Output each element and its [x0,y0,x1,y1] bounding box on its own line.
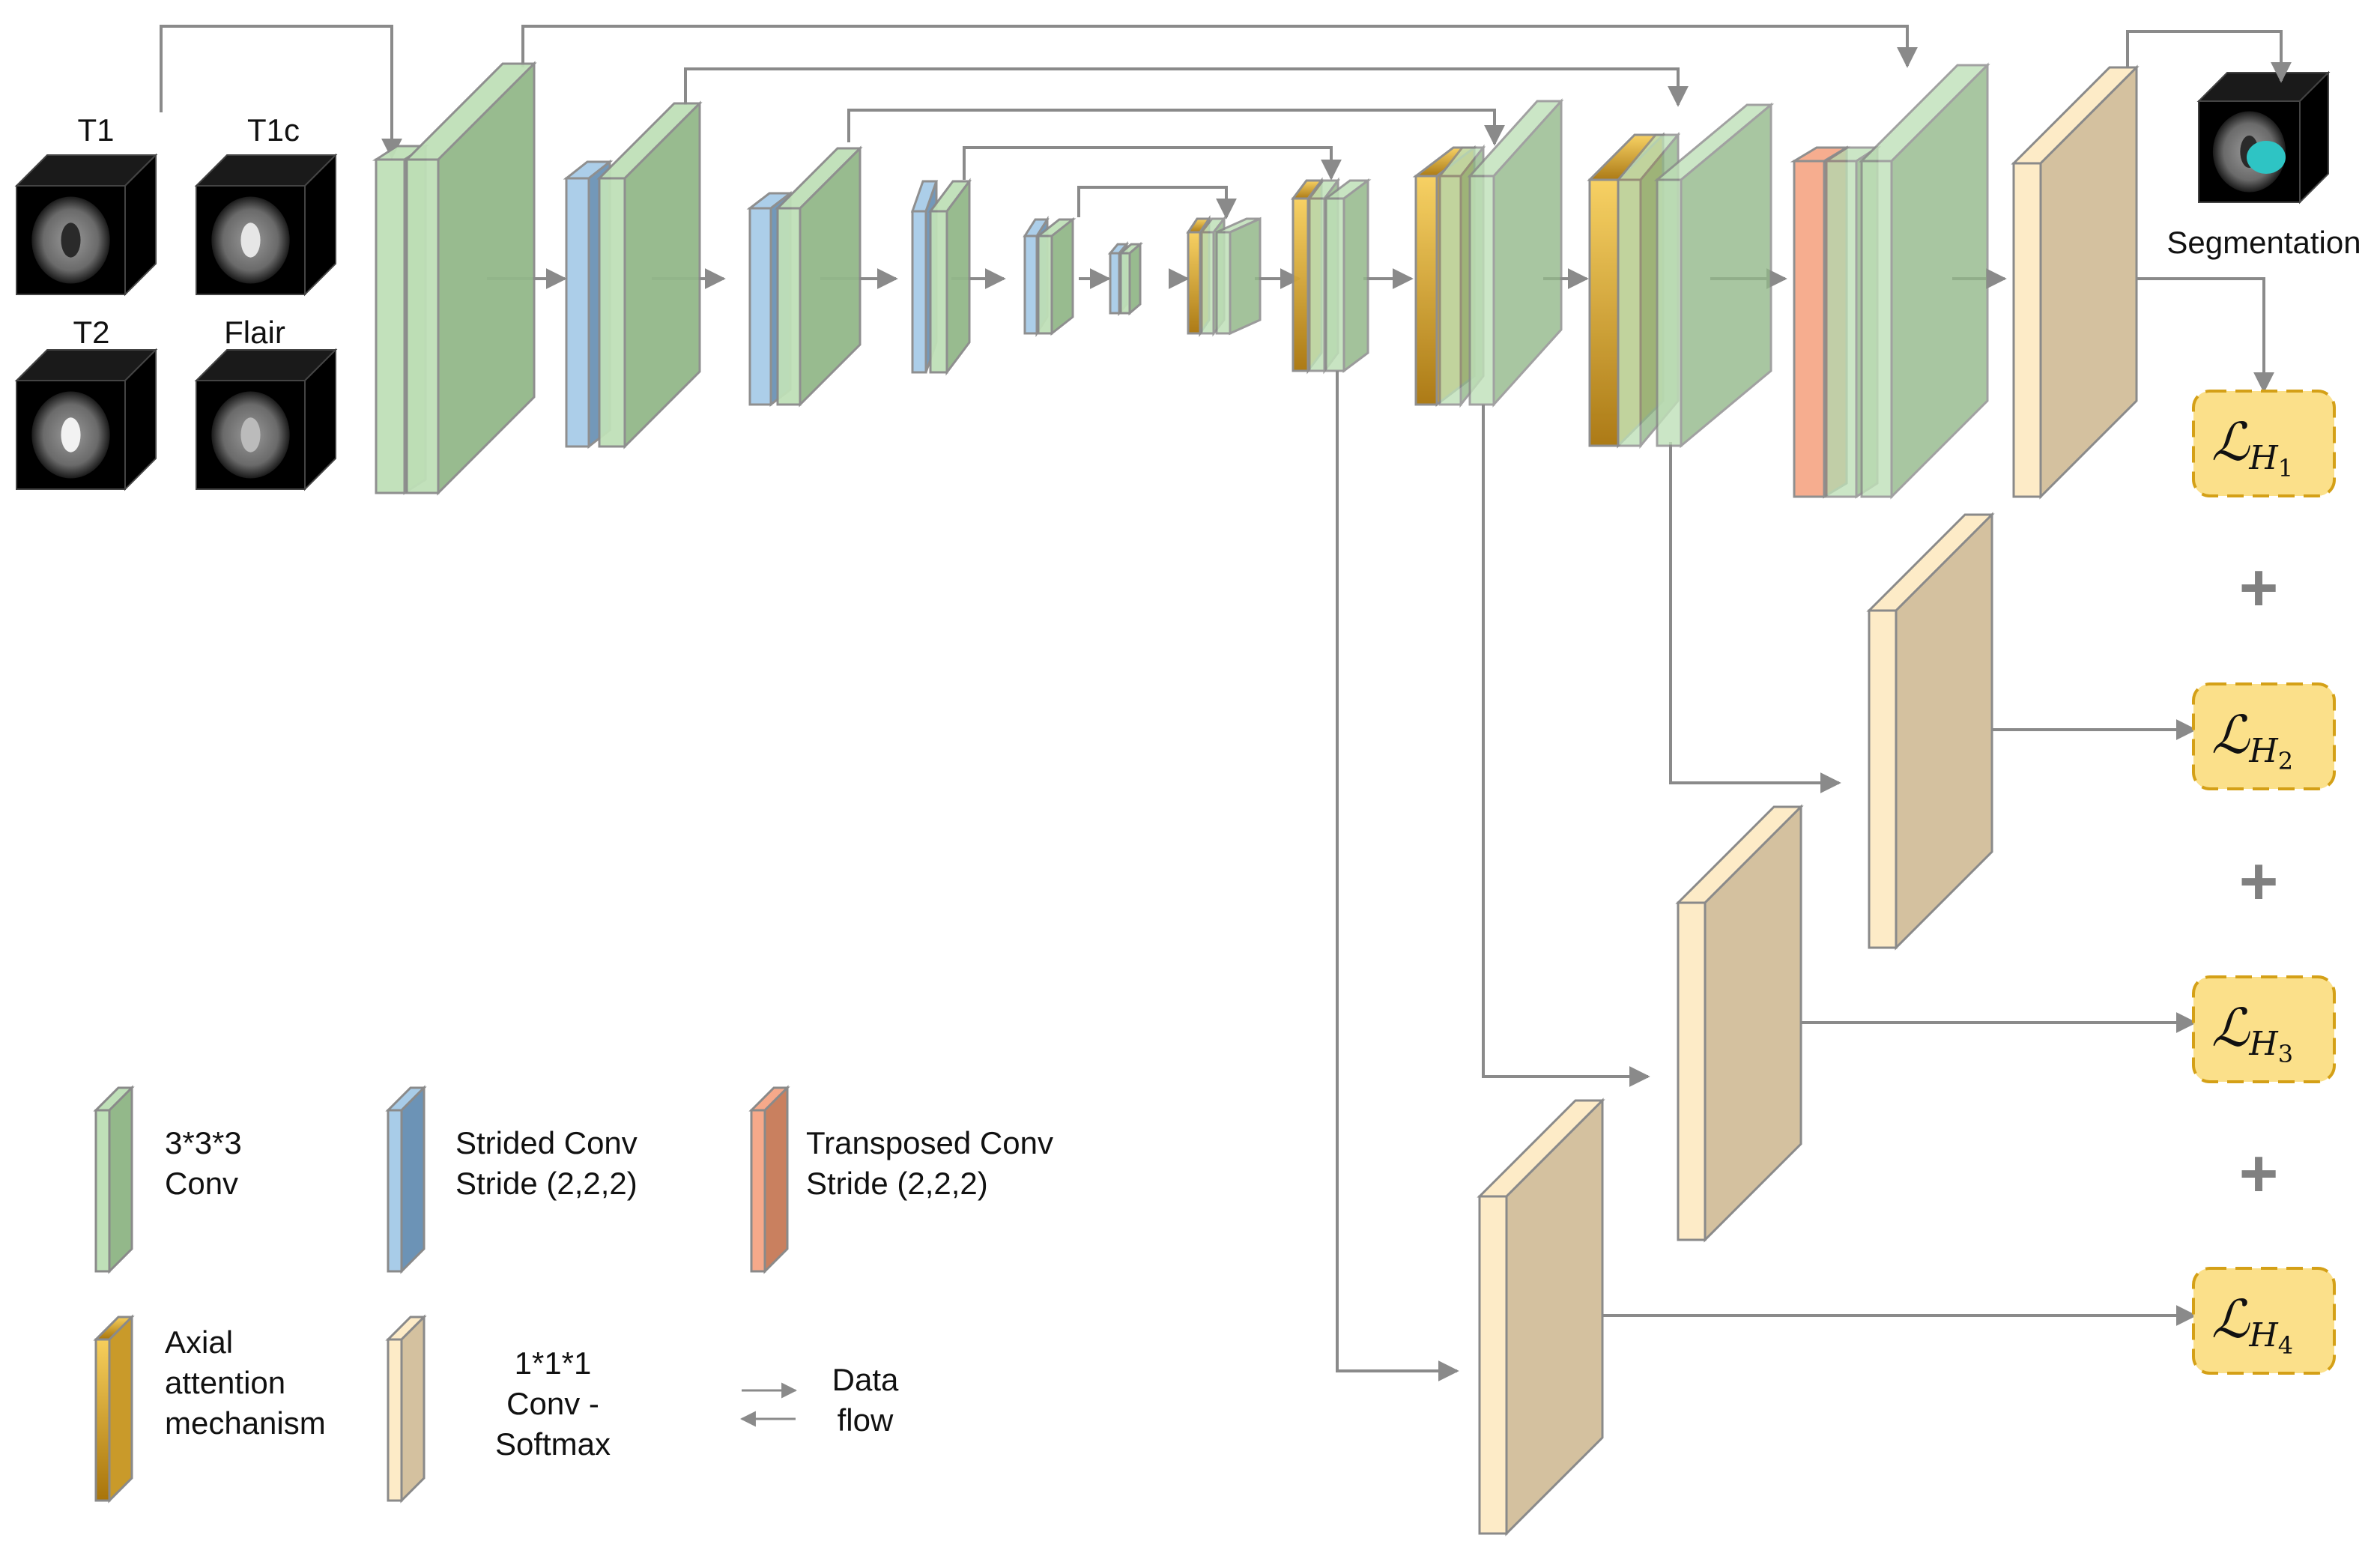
legend-conv-line1: 3*3*3 [165,1125,242,1160]
legend-softmax-line2: Conv - [506,1386,599,1421]
cube-t1 [14,153,158,297]
dec1-conv-b [1215,217,1262,336]
loss-box-frame-4 [2192,1267,2336,1375]
loss-subscript-1: H [2248,439,2279,477]
plus-2: + [2239,844,2279,919]
dec3-conv-b [1467,98,1564,408]
loss-box-3: ℒH3 [2192,975,2336,1083]
legend-axial-line1: Axial [165,1325,233,1360]
enc1-conv-b [404,61,537,496]
loss-index-2: 2 [2278,747,2293,775]
loss-subscript-2: H [2248,732,2279,770]
output-to-loss-1 [2094,277,2274,393]
label-t1c: T1c [247,112,300,148]
skip-connection-2 [684,67,1689,107]
loss-box-frame-3 [2192,975,2336,1083]
skip-connection-5 [1077,186,1237,220]
loss-label-4: ℒH4 [2211,1289,2293,1360]
loss-box-frame-2 [2192,682,2336,790]
loss-index-4: 4 [2278,1331,2293,1360]
cube-flair [194,348,338,491]
deep-supervision-4 [1336,371,1459,1381]
plus-1: + [2239,551,2279,626]
loss-symbol-4: ℒ [2211,1289,2250,1350]
segmentation-output [2196,70,2331,205]
legend-dataflow-line1: Data [832,1362,899,1397]
loss-box-4: ℒH4 [2192,1267,2336,1375]
cube-t1c [194,153,338,297]
loss-symbol-2: ℒ [2211,704,2250,766]
legend-softmax-line1: 1*1*1 [515,1345,592,1381]
enc2-conv [596,100,703,449]
plus-3: + [2239,1136,2279,1211]
label-segmentation: Segmentation [2166,225,2361,260]
dec4-conv-b [1653,102,1775,449]
legend-axial-line2: attention [165,1365,285,1400]
legend-softmax-line3: Softmax [495,1426,611,1462]
loss-index-3: 3 [2278,1040,2293,1068]
softmax-head-2 [1866,512,1995,951]
cube-t2 [14,348,158,491]
legend-swatch-conv [93,1085,135,1274]
loss-label-3: ℒH3 [2211,997,2293,1068]
enc6-conv [1117,241,1144,316]
dec5-conv-b [1859,62,1990,500]
deep-supervision-2 [1669,442,1841,793]
enc3-conv [775,145,863,408]
loss-box-frame-1 [2192,390,2336,497]
output-to-segmentation [2126,30,2292,83]
legend-axial-line3: mechanism [165,1405,326,1441]
legend-swatch-strided [385,1085,427,1274]
legend-transposed-line2: Stride (2,2,2) [806,1166,988,1201]
legend-conv-line2: Conv [165,1166,238,1201]
loss-box-1: ℒH1 [2192,390,2336,497]
skip-connection-3 [847,109,1505,146]
legend-swatch-axial [93,1314,135,1504]
input-flow-line [160,25,402,160]
skip-connection-1 [521,25,1918,68]
loss-subscript-3: H [2248,1025,2279,1063]
softmax-head-4 [1477,1098,1605,1537]
cube-segmentation [2196,70,2331,205]
loss-label-1: ℒH1 [2211,411,2293,482]
legend-strided-line1: Strided Conv [455,1125,638,1160]
enc4-conv [928,178,972,376]
loss-label-2: ℒH2 [2211,704,2293,775]
legend-swatch-softmax [385,1314,427,1504]
legend-strided-line2: Stride (2,2,2) [455,1166,638,1201]
legend [93,1085,798,1504]
skip-connection-4 [963,146,1342,181]
loss-box-2: ℒH2 [2192,682,2336,790]
dec2-conv-b [1322,178,1372,373]
loss-symbol-1: ℒ [2211,411,2250,473]
enc5-conv [1035,217,1077,336]
loss-index-1: 1 [2278,454,2293,482]
label-flair: Flair [224,315,285,350]
softmax-head-1 [2011,64,2140,500]
input-modalities [14,153,338,491]
legend-dataflow-line2: flow [838,1402,894,1438]
legend-swatch-transposed [748,1085,790,1274]
label-t1: T1 [77,112,114,148]
loss-symbol-3: ℒ [2211,997,2250,1059]
deep-supervision-3 [1482,405,1650,1087]
tumor-overlay [2247,141,2286,174]
legend-transposed-line1: Transposed Conv [806,1125,1053,1160]
loss-subscript-4: H [2248,1316,2279,1354]
network-blocks [372,61,2140,1537]
label-t2: T2 [73,315,109,350]
softmax-head-3 [1675,804,1804,1243]
